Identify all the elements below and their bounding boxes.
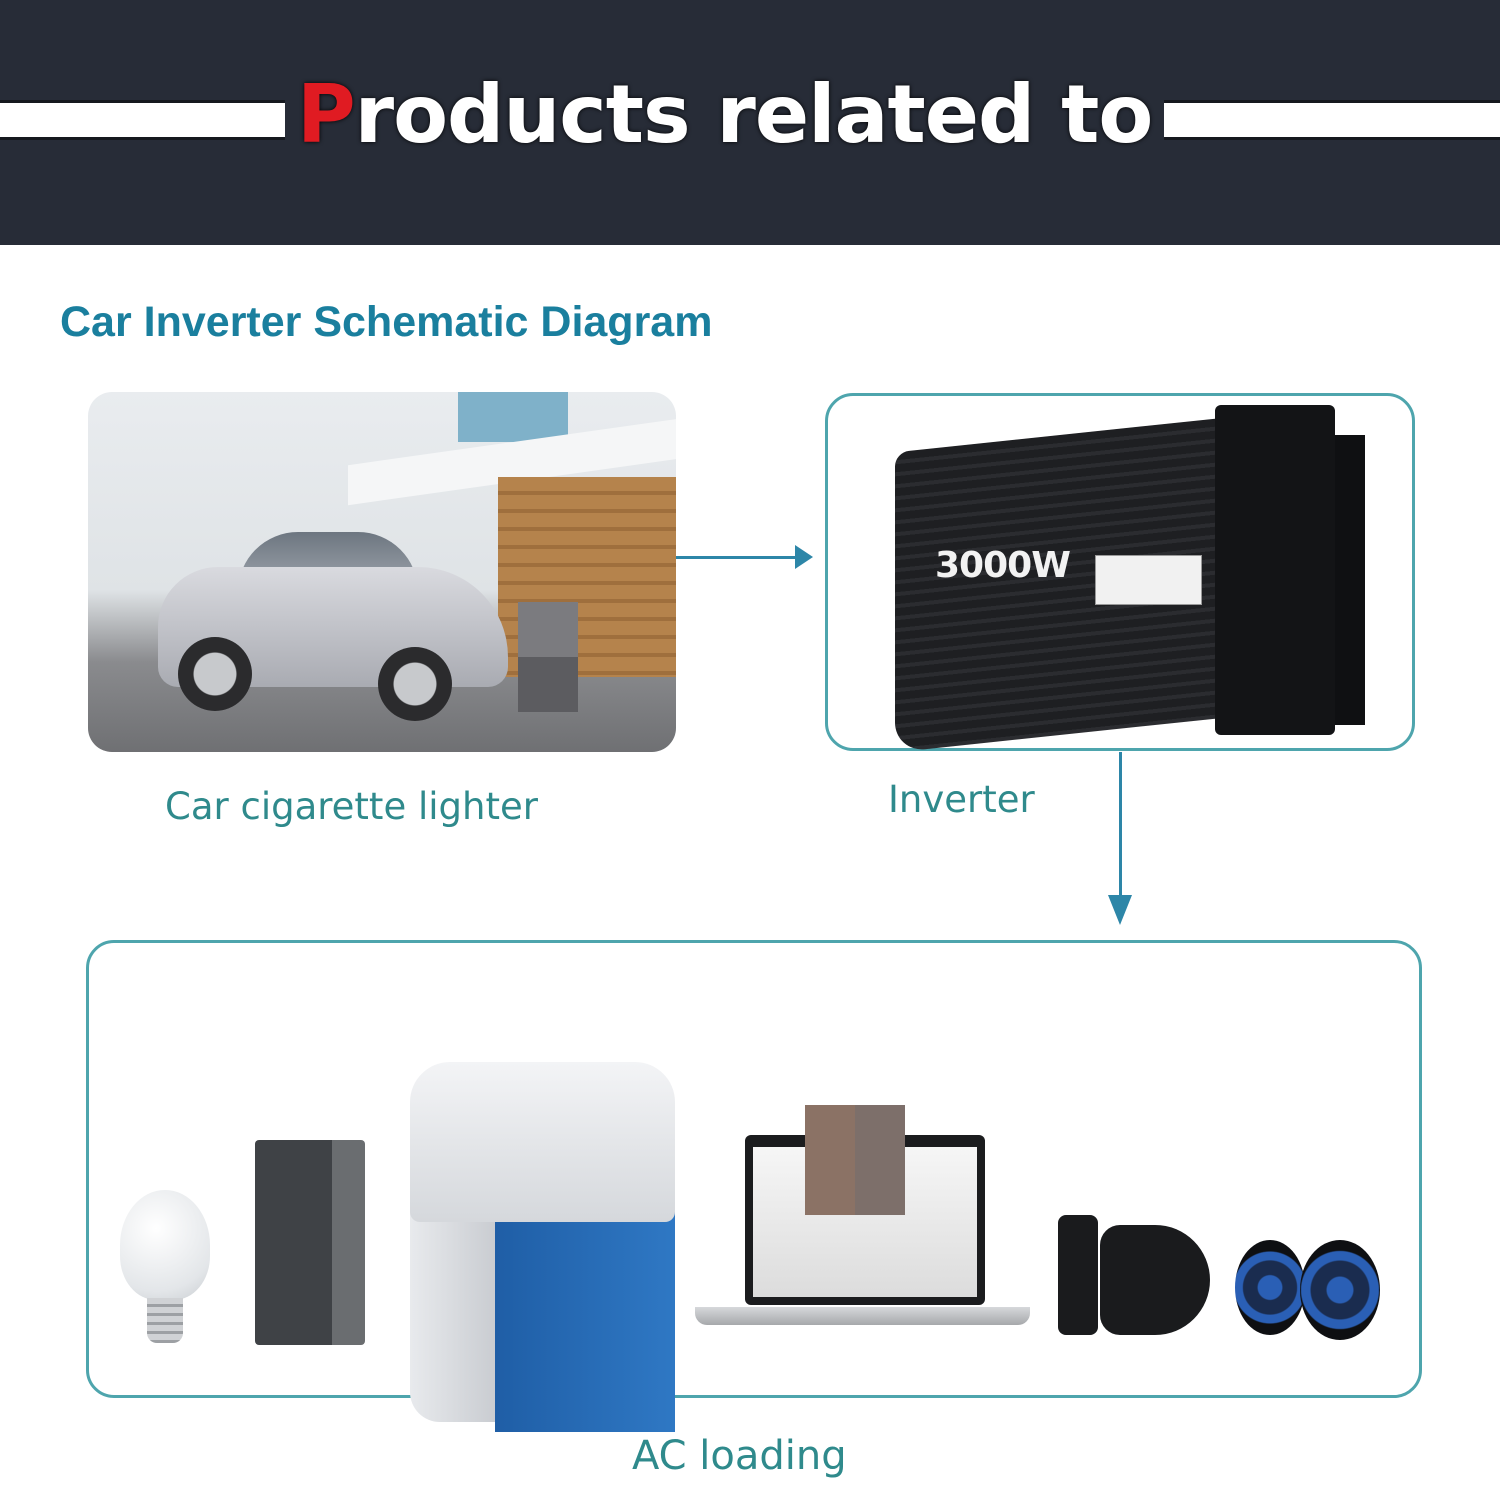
inverter-sticker	[1095, 555, 1202, 605]
car-cooler-icon	[410, 1062, 680, 1432]
camera-lens-icon	[1100, 1225, 1210, 1335]
arrow-line-down	[1119, 752, 1122, 902]
light-bulb-icon	[120, 1190, 210, 1345]
diagram-title: Car Inverter Schematic Diagram	[60, 298, 713, 346]
speaker-left-icon	[1235, 1240, 1305, 1335]
inverter-image: 3000W	[895, 405, 1365, 753]
car-photo	[88, 392, 676, 752]
inverter-end-panel	[1215, 405, 1335, 735]
caption-inverter: Inverter	[888, 778, 1035, 821]
banner-title-first-letter: P	[297, 68, 356, 161]
laptop-icon	[695, 1075, 1030, 1340]
arrow-line-right	[676, 556, 804, 559]
arrow-down-icon	[1108, 895, 1132, 925]
header-banner: Products related to	[0, 0, 1500, 245]
car-rear-wheel	[178, 637, 252, 711]
car-front-wheel	[378, 647, 452, 721]
banner-title: Products related to	[285, 68, 1165, 161]
pixelated-logo	[518, 602, 578, 712]
house-window	[458, 392, 568, 442]
inverter-wattage-label: 3000W	[935, 545, 1071, 586]
phone-device-icon	[255, 1140, 365, 1345]
camera-grip-icon	[1058, 1215, 1098, 1335]
speaker-right-icon	[1300, 1240, 1380, 1340]
inverter-mount-bracket	[1335, 435, 1365, 725]
caption-ac-loading: AC loading	[632, 1433, 847, 1479]
arrow-right-icon	[795, 545, 813, 569]
banner-title-rest: roducts related to	[354, 68, 1154, 161]
caption-car-cigarette-lighter: Car cigarette lighter	[165, 785, 538, 828]
